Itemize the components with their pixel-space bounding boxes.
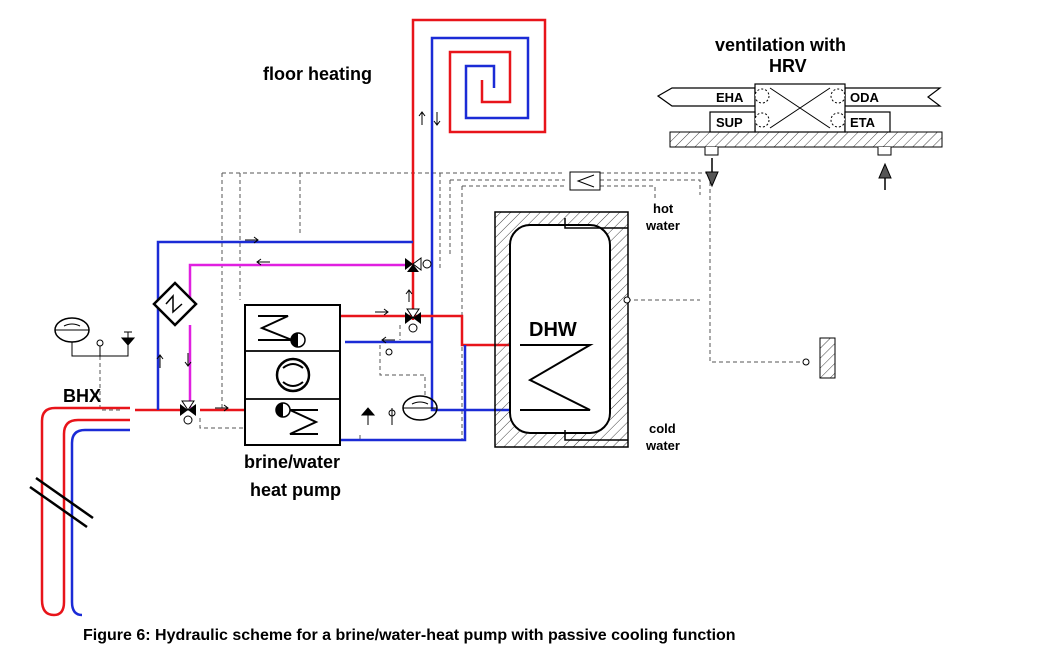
hrv-eta-label: ETA: [850, 115, 876, 130]
three-way-valve-lower: [180, 400, 196, 425]
cooling-pipes: [188, 263, 405, 408]
floor-heating-coil: [411, 18, 547, 342]
expansion-vessel-icon: [54, 317, 136, 357]
three-way-valve-middle: [405, 308, 421, 333]
hot-water-label-line1: hot: [653, 201, 674, 216]
heat-exchanger-icon: [152, 281, 198, 327]
hrv-unit: [656, 83, 943, 190]
heat-pump-label-line2: heat pump: [250, 480, 341, 500]
bhx-label: BHX: [63, 386, 101, 406]
ventilation-title-line1: ventilation with: [715, 35, 846, 55]
hrv-sup-label: SUP: [716, 115, 743, 130]
hrv-eha-label: EHA: [716, 90, 744, 105]
pump-icon: [290, 332, 306, 348]
figure-caption: Figure 6: Hydraulic scheme for a brine/w…: [83, 627, 736, 644]
dhw-label: DHW: [529, 319, 577, 341]
borehole-break-icon: [29, 476, 94, 529]
cold-water-label-line2: water: [645, 438, 680, 453]
cold-water-label-line1: cold: [649, 421, 676, 436]
sensor-icon: [385, 348, 393, 356]
expansion-vessel-icon: [360, 395, 438, 425]
hrv-oda-label: ODA: [850, 90, 880, 105]
hot-water-label-line2: water: [645, 218, 680, 233]
ventilation-title-line2: HRV: [769, 56, 807, 76]
heat-pump-label-line1: brine/water: [244, 452, 340, 472]
room-sensor-icon: [802, 337, 836, 379]
supply-pipes: [40, 262, 520, 617]
pump-icon: [275, 402, 291, 418]
heat-pump-unit: [244, 304, 341, 446]
dhw-tank: [494, 211, 631, 448]
three-way-valve-upper: [405, 257, 432, 272]
flow-arrows-floor: [418, 111, 441, 126]
control-lines: [99, 172, 805, 441]
floor-heating-label: floor heating: [263, 64, 372, 84]
control-unit-icon: [569, 171, 601, 191]
return-pipes: [70, 240, 520, 617]
